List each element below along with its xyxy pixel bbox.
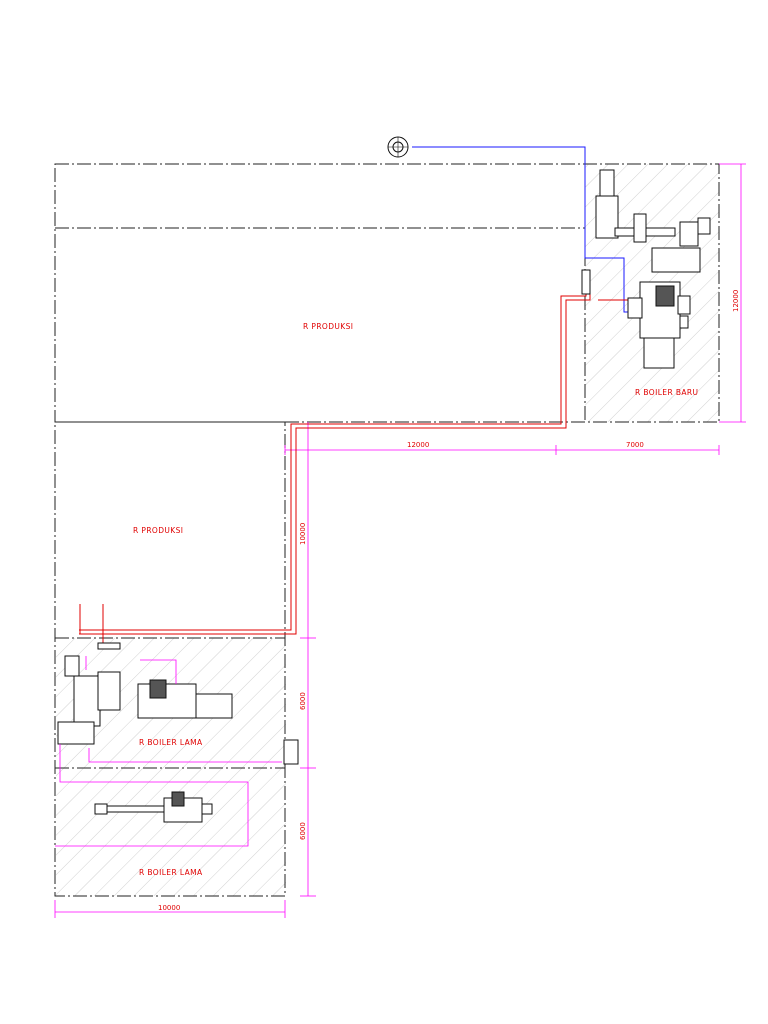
dim-text-right-height: 12000: [732, 290, 740, 312]
dimension-bottom-width: 10000: [54, 900, 286, 918]
boiler-baru-equipment: [581, 169, 711, 369]
room-label-boiler-lama-1: R BOILER LAMA: [139, 738, 203, 747]
water-tank-icon: [387, 136, 409, 158]
dim-text-horizontal-mid: 12000: [407, 441, 429, 449]
boiler-lama-upper-equipment: [55, 655, 299, 847]
dim-text-horizontal-right: 7000: [626, 441, 644, 449]
room-label-produksi-mid: R PRODUKSI: [133, 526, 183, 535]
steam-pipe-route: [79, 283, 640, 635]
water-pipe: [412, 146, 636, 313]
building-walls: [54, 163, 720, 897]
dimension-vertical-right-column: 10000 6000 6000: [299, 422, 316, 897]
pipe-stubs: [79, 604, 121, 650]
dimension-horizontal: 12000 7000: [284, 441, 720, 455]
boiler-lama-lower-equipment: [94, 791, 213, 823]
room-label-boiler-baru: R BOILER BARU: [635, 388, 698, 397]
dim-text-bottom-width: 10000: [158, 904, 180, 912]
dim-text-vertical-mid: 10000: [299, 523, 307, 545]
dim-text-vertical-lower-1: 6000: [299, 692, 307, 710]
room-label-boiler-lama-2: R BOILER LAMA: [139, 868, 203, 877]
dim-text-vertical-lower-2: 6000: [299, 822, 307, 840]
dimension-right-height: 12000: [719, 163, 746, 423]
room-label-produksi-top: R PRODUKSI: [303, 322, 353, 331]
